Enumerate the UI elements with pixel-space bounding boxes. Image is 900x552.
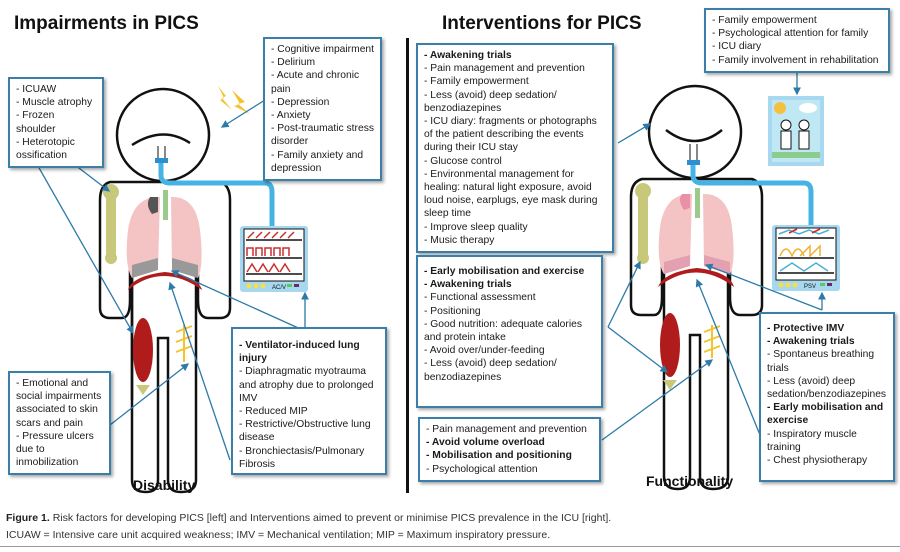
- right-monitor-mode: PSV: [804, 284, 816, 290]
- right-diaphragm: [658, 268, 734, 287]
- list-item: - Functional assessment: [424, 292, 536, 304]
- list-item: - Muscle atrophy: [16, 97, 93, 109]
- list-item: - Emotional and social impairments assoc…: [16, 378, 102, 429]
- caption-text: Risk factors for developing PICS [left] …: [52, 512, 612, 524]
- list-item: - Environmental management for healing: …: [424, 168, 598, 220]
- list-item: - Pressure ulcers due to inmobilization: [16, 430, 94, 469]
- list-item: - ICU diary: [712, 41, 762, 53]
- right-family-interventions-box: - Family empowerment - Psychological atte…: [704, 8, 890, 73]
- list-item: - Heterotopic ossification: [16, 136, 75, 162]
- left-muscle-icon: [133, 318, 153, 395]
- right-pointer-lines: [601, 70, 826, 441]
- list-item: - Inspiratory muscle training: [767, 428, 857, 453]
- list-item: - Awakening trials: [424, 279, 512, 291]
- list-item: - Glucose control: [424, 155, 502, 167]
- left-respiratory-impairments-box: - Ventilator-induced lung injury- Diaphr…: [231, 327, 387, 475]
- left-ventilator-monitor: [240, 226, 308, 292]
- right-figure-label: Functionality: [646, 473, 734, 489]
- list-item: - Delirium: [271, 57, 316, 69]
- caption-rule: [0, 546, 900, 547]
- caption-line-2: ICUAW = Intensive care unit acquired wea…: [6, 529, 551, 541]
- right-skin-list: - Pain management and prevention - Avoid …: [426, 423, 593, 476]
- right-family-list: - Family empowerment - Psychological atte…: [712, 14, 882, 67]
- list-item: - Psychological attention: [426, 463, 538, 475]
- right-physical-list: - Early mobilisation and exercise - Awake…: [424, 265, 595, 384]
- family-picture-icon: [768, 96, 824, 166]
- right-panel-title: Interventions for PICS: [442, 13, 642, 34]
- list-item: - Good nutrition: adequate calories and …: [424, 318, 582, 344]
- list-item: - Less (avoid) deep sedation/ benzodiaze…: [424, 358, 557, 383]
- right-respiratory-interventions-box: - Protective IMV - Awakening trials- Spon…: [759, 312, 895, 482]
- lightning-icon: [218, 86, 250, 114]
- list-item: - Awakening trials: [767, 336, 855, 348]
- left-lungs: [126, 190, 202, 278]
- right-body-figure: [629, 84, 764, 491]
- list-item: - Ventilator-induced lung injury: [239, 340, 360, 365]
- list-item: - Positioning: [424, 305, 481, 317]
- figure-number: Figure 1.: [6, 512, 50, 524]
- list-item: - Restrictive/Obstructive lung disease: [239, 419, 371, 444]
- list-item: - Spontaneus breathing trials: [767, 349, 875, 374]
- left-cognitive-impairments-box: - Cognitive impairment - Delirium- Acute …: [263, 37, 382, 182]
- left-skin-list: - Emotional and social impairments assoc…: [16, 377, 103, 469]
- list-item: - Pain management and prevention: [424, 63, 585, 75]
- left-body-figure: [98, 87, 232, 494]
- list-item: - Early mobilisation and exercise: [424, 266, 585, 277]
- list-item: - Mobilisation and positioning: [426, 450, 572, 462]
- right-cognitive-list: - Awakening trials - Pain management and …: [424, 49, 606, 247]
- caption-line-1: Figure 1. Risk factors for developing PI…: [6, 512, 611, 524]
- panel-divider: [406, 38, 409, 493]
- left-tube: [158, 163, 275, 226]
- right-physical-interventions-box: - Early mobilisation and exercise - Awake…: [416, 255, 603, 408]
- right-skin-interventions-box: - Pain management and prevention - Avoid …: [418, 417, 601, 482]
- right-muscle-icon: [660, 313, 680, 390]
- right-lungs: [658, 188, 734, 274]
- list-item: - Pain management and prevention: [426, 424, 587, 435]
- list-item: - Psychological attention for family: [712, 28, 869, 40]
- list-item: - Improve sleep quality: [424, 221, 528, 233]
- right-respiratory-list: - Protective IMV - Awakening trials- Spon…: [767, 322, 887, 467]
- left-physical-list: - ICUAW - Muscle atrophy- Frozen shoulder…: [16, 83, 96, 162]
- list-item: - ICUAW: [16, 84, 57, 95]
- right-cognitive-interventions-box: - Awakening trials - Pain management and …: [416, 43, 614, 254]
- list-item: - Depression: [271, 96, 330, 108]
- list-item: - Family anxiety and depression: [271, 149, 364, 174]
- list-item: - Post-traumatic stress disorder: [271, 123, 374, 148]
- list-item: - Family empowerment: [424, 76, 529, 88]
- right-tube: [690, 165, 814, 225]
- left-cognitive-list: - Cognitive impairment - Delirium- Acute …: [271, 43, 374, 175]
- list-item: - Chest physiotherapy: [767, 455, 868, 467]
- left-physical-impairments-box: - ICUAW - Muscle atrophy- Frozen shoulder…: [8, 77, 104, 169]
- left-skin-impairments-box: - Emotional and social impairments assoc…: [8, 371, 111, 476]
- list-item: - Acute and chronic pain: [271, 70, 360, 95]
- list-item: - Music therapy: [424, 234, 495, 246]
- list-item: - Less (avoid) deep sedation/benzodiazep…: [767, 375, 887, 401]
- list-item: - Diaphragmatic myotrauma and atrophy du…: [239, 366, 374, 404]
- right-ventilator-monitor: [772, 225, 840, 291]
- list-item: - ICU diary: fragments or photographs of…: [424, 116, 597, 154]
- left-monitor-mode: AC/V: [272, 285, 286, 291]
- list-item: - Family involvement in rehabilitation: [712, 54, 879, 66]
- list-item: - Family empowerment: [712, 15, 817, 26]
- list-item: - Reduced MIP: [239, 406, 308, 418]
- left-respiratory-list: - Ventilator-induced lung injury- Diaphr…: [239, 339, 379, 471]
- list-item: - Avoid over/under-feeding: [424, 345, 545, 357]
- list-item: - Frozen shoulder: [16, 110, 56, 135]
- list-item: - Avoid volume overload: [426, 437, 545, 449]
- left-panel-title: Impairments in PICS: [14, 13, 199, 34]
- list-item: - Anxiety: [271, 110, 311, 122]
- left-pointer-lines: [29, 99, 309, 461]
- list-item: - Cognitive impairment: [271, 44, 375, 55]
- list-item: - Protective IMV: [767, 323, 845, 334]
- right-scar-icon: [703, 325, 721, 358]
- list-item: - Bronchiectasis/Pulmonary Fibrosis: [239, 445, 365, 470]
- list-item: - Early mobilisation and exercise: [767, 402, 884, 427]
- left-scar-icon: [175, 325, 193, 362]
- list-item: - Awakening trials: [424, 50, 512, 61]
- list-item: - Less (avoid) deep sedation/ benzodiaze…: [424, 89, 557, 114]
- right-bone-icon: [635, 183, 651, 264]
- left-figure-label: Disability: [133, 477, 196, 493]
